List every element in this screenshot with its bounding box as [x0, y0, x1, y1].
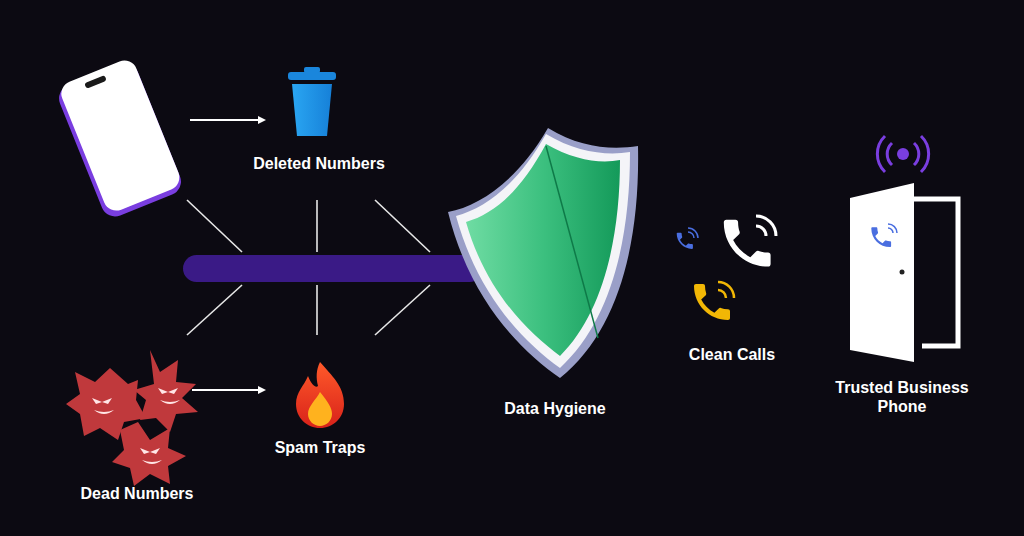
shield-icon	[448, 128, 638, 378]
arrow	[192, 389, 264, 391]
label-text: Deleted Numbers	[253, 154, 385, 173]
arrow	[190, 119, 264, 121]
label-text: Dead Numbers	[81, 484, 194, 503]
devil-icons	[66, 350, 198, 486]
spine-bar	[183, 255, 483, 282]
label-text: Spam Traps	[275, 438, 366, 457]
call-waves	[756, 216, 776, 236]
call-icon	[694, 284, 730, 320]
label-text: Trusted Business Phone	[827, 378, 977, 416]
phone-icon	[54, 57, 185, 221]
label-text: Clean Calls	[689, 345, 775, 364]
call-icon	[724, 220, 771, 267]
call-waves	[718, 282, 734, 298]
call-icon	[677, 233, 693, 249]
signal-icon	[877, 136, 928, 172]
label-text: Data Hygiene	[504, 399, 605, 418]
bone-lines	[187, 200, 430, 335]
door-icon	[850, 183, 958, 362]
trash-icon	[288, 67, 336, 136]
fire-icon	[296, 362, 344, 428]
devil-faces	[92, 388, 180, 464]
call-waves	[688, 228, 698, 238]
